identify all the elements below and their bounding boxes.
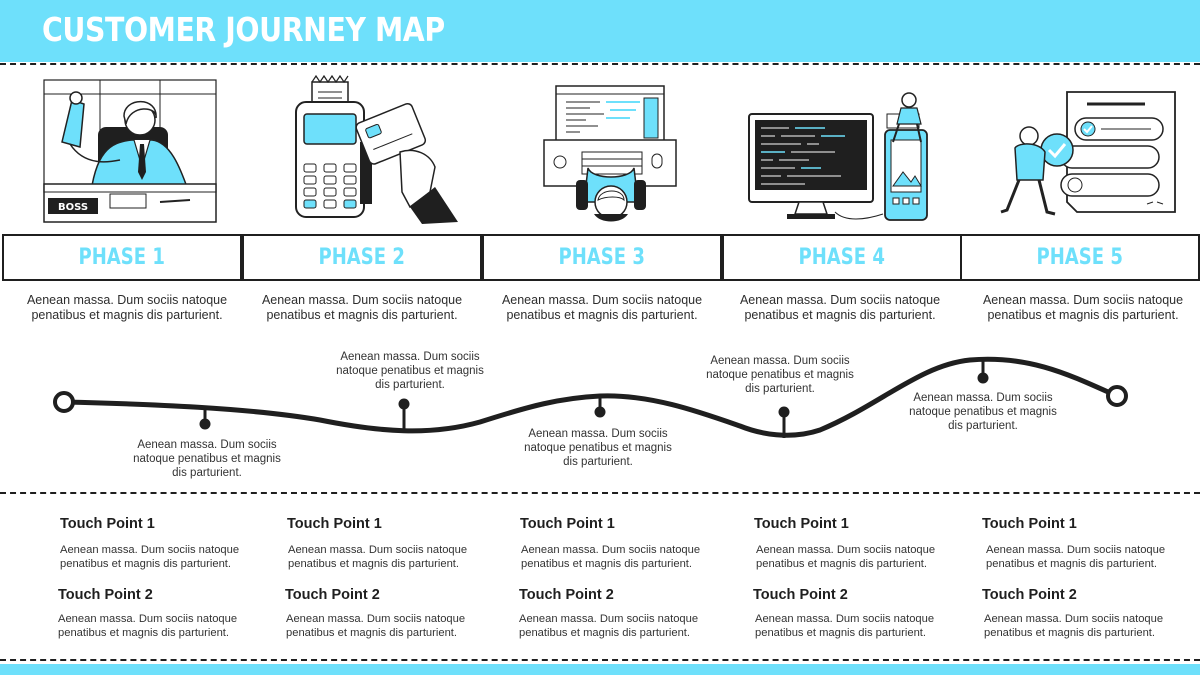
journey-annotation-2: Aenean massa. Dum sociis natoque penatib…: [336, 351, 484, 391]
journey-marker-4: [778, 406, 790, 418]
touchpoint-2-2-description: Aenean massa. Dum sociis natoque penatib…: [286, 613, 466, 639]
touchpoint-4-2-description: Aenean massa. Dum sociis natoque penatib…: [755, 613, 935, 639]
journey-marker-2: [398, 398, 410, 410]
phase-5-label: PHASE 5: [1036, 245, 1124, 270]
journey-annotation-5: Aenean massa. Dum sociis natoque penatib…: [909, 392, 1057, 432]
phase-3-description: Aenean massa. Dum sociis natoque penatib…: [501, 293, 703, 322]
touchpoint-3-1-title: Touch Point 1: [520, 516, 615, 532]
touchpoint-3-2-description: Aenean massa. Dum sociis natoque penatib…: [519, 613, 699, 639]
divider-bottom: [0, 659, 1200, 661]
touchpoint-1-2-description: Aenean massa. Dum sociis natoque penatib…: [58, 613, 238, 639]
checklist-approval-illustration: [1000, 91, 1176, 216]
boss-sign-text: BOSS: [58, 202, 88, 213]
phase-2-description: Aenean massa. Dum sociis natoque penatib…: [261, 293, 463, 322]
journey-end-node: [1106, 385, 1128, 407]
journey-annotation-3: Aenean massa. Dum sociis natoque penatib…: [524, 428, 672, 468]
touchpoint-5-2-title: Touch Point 2: [982, 587, 1077, 603]
phase-1-label: PHASE 1: [78, 245, 166, 270]
footer-banner: [0, 664, 1200, 675]
touchpoint-5-1-description: Aenean massa. Dum sociis natoque penatib…: [986, 544, 1166, 570]
page-title: CUSTOMER JOURNEY MAP: [42, 10, 445, 49]
developer-at-computer-illustration: [543, 85, 677, 222]
touchpoint-4-2-title: Touch Point 2: [753, 587, 848, 603]
touchpoint-2-1-description: Aenean massa. Dum sociis natoque penatib…: [288, 544, 468, 570]
phase-2-label: PHASE 2: [318, 245, 406, 270]
boss-at-desk-illustration: BOSS: [43, 79, 217, 223]
phase-3-label: PHASE 3: [558, 245, 646, 270]
touchpoint-3-2-title: Touch Point 2: [519, 587, 614, 603]
touchpoint-1-1-title: Touch Point 1: [60, 516, 155, 532]
phase-2-box: PHASE 2: [242, 234, 482, 281]
touchpoint-5-2-description: Aenean massa. Dum sociis natoque penatib…: [984, 613, 1164, 639]
journey-marker-5: [977, 372, 989, 384]
phase-4-label: PHASE 4: [798, 245, 886, 270]
header-banner: CUSTOMER JOURNEY MAP: [0, 0, 1200, 62]
touchpoint-3-1-description: Aenean massa. Dum sociis natoque penatib…: [521, 544, 701, 570]
touchpoint-4-1-description: Aenean massa. Dum sociis natoque penatib…: [756, 544, 936, 570]
touchpoint-1-2-title: Touch Point 2: [58, 587, 153, 603]
touchpoint-2-1-title: Touch Point 1: [287, 516, 382, 532]
journey-path: [53, 356, 1128, 438]
touchpoint-2-2-title: Touch Point 2: [285, 587, 380, 603]
touchpoint-1-1-description: Aenean massa. Dum sociis natoque penatib…: [60, 544, 240, 570]
journey-annotation-4: Aenean massa. Dum sociis natoque penatib…: [706, 355, 854, 395]
touchpoint-5-1-title: Touch Point 1: [982, 516, 1077, 532]
phase-1-box: PHASE 1: [2, 234, 242, 281]
phase-3-box: PHASE 3: [482, 234, 722, 281]
phase-5-box: PHASE 5: [960, 234, 1200, 281]
touchpoint-4-1-title: Touch Point 1: [754, 516, 849, 532]
divider-top: [0, 63, 1200, 65]
journey-annotation-1: Aenean massa. Dum sociis natoque penatib…: [133, 439, 281, 479]
phase-4-box: PHASE 4: [722, 234, 962, 281]
journey-start-node: [53, 391, 75, 413]
journey-marker-3: [594, 406, 606, 418]
journey-curve-line: [61, 356, 1120, 438]
phase-1-description: Aenean massa. Dum sociis natoque penatib…: [26, 293, 228, 322]
desktop-and-mobile-illustration: [748, 92, 928, 221]
journey-marker-1: [199, 418, 211, 430]
card-payment-terminal-illustration: [295, 74, 458, 224]
phase-5-description: Aenean massa. Dum sociis natoque penatib…: [982, 293, 1184, 322]
divider-middle: [0, 492, 1200, 494]
phase-4-description: Aenean massa. Dum sociis natoque penatib…: [739, 293, 941, 322]
